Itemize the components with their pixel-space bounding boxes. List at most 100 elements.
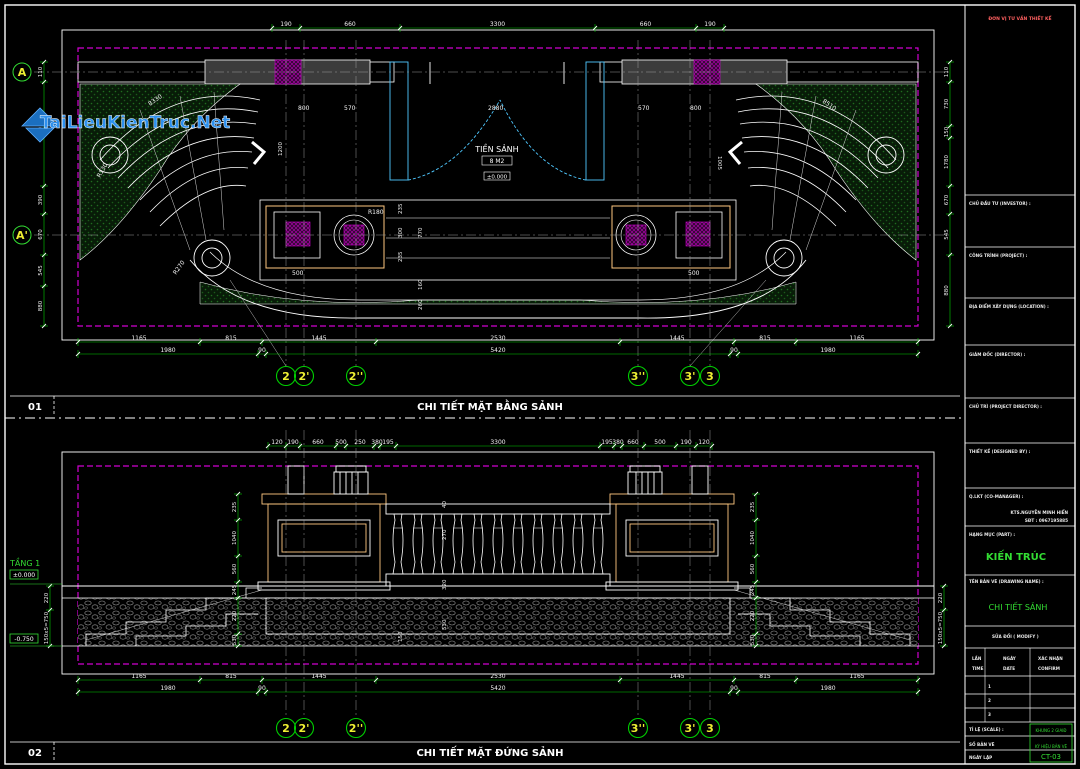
elev-dim-left-label: 530 [232, 634, 238, 645]
plan-dim-top-slash [397, 25, 403, 31]
plan-dim-right-slash [947, 79, 953, 85]
plan-dim-inner: 1005 [716, 156, 722, 170]
plan-dim-inner: 570 [638, 105, 650, 112]
elevation-inner-dims: 40 270 320 150 530 [398, 501, 448, 642]
elev-dim-bottom1-slash [75, 677, 81, 683]
elev-dim-level-right-slash [941, 607, 947, 613]
elevation-balusters [392, 513, 604, 575]
elev-dim-level-right-slash [941, 643, 947, 649]
elev-dim-top-slash [641, 443, 647, 449]
plan-dim-inner: 770 [418, 227, 424, 238]
elev-dim-right-slash [753, 579, 759, 585]
plan-axis-label: 2 [282, 370, 290, 383]
elev-dim-bottom1-label: 815 [759, 673, 771, 680]
elevation-level-top: ±0.000 [13, 572, 35, 579]
elev-dim-bottom1-label: 1445 [311, 673, 326, 680]
elev-dim-bottom2-slash [915, 689, 921, 695]
elev-dim-bottom1-label: 815 [225, 673, 237, 680]
elev-dim-bottom2-slash [255, 689, 261, 695]
plan-grid-bubble-a [12, 62, 32, 82]
plan-dim-bottom1-slash [915, 339, 921, 345]
tb-date-label: NGÀY LẬP [969, 755, 992, 760]
plan-dim-bottom2-label: 1980 [820, 347, 835, 354]
tb-scale-label: TỈ LỆ (SCALE) : [969, 727, 1004, 732]
plan-axis-label: 3' [684, 370, 695, 383]
tb-drawing-name-label: TÊN BẢN VẼ (DRAWING NAME) : [969, 579, 1044, 584]
elev-dim-right-label: 245 [750, 584, 756, 595]
elev-axis-label: 3' [684, 722, 695, 735]
elev-dim-right-slash [753, 553, 759, 559]
plan-dim-bottom1-slash [793, 339, 799, 345]
plan-magenta-boundary [77, 47, 919, 327]
elev-dim-top-slash [611, 443, 617, 449]
plan-dim-top-slash [693, 25, 699, 31]
elev-dim-top-label: 660 [627, 439, 639, 446]
plan-dim-bottom1-slash [617, 339, 623, 345]
plan-arrow-left [251, 140, 267, 165]
plan-dim-left-slash [41, 79, 47, 85]
elev-axis-label: 3 [706, 722, 714, 735]
tb-sheet-number-label: KÝ HIỆU BẢN VẼ [1035, 744, 1068, 749]
plan-outline [61, 29, 935, 341]
plan-dim-bottom2-slash [255, 351, 261, 357]
elevation-stairs-left [85, 587, 263, 646]
plan-dim-inner: 500 [292, 270, 304, 277]
elev-dim-right-slash [753, 643, 759, 649]
plan-dim-bottom2-label: 90 [258, 347, 266, 354]
elev-dim-top-slash [371, 443, 377, 449]
plan-dim-right-slash [947, 123, 953, 129]
plan-dim-right-slash [947, 211, 953, 217]
plan-grid-bubble-a2 [12, 225, 32, 245]
plan-dim-inner: R180 [368, 209, 384, 216]
plan-dim-top-slash [269, 25, 275, 31]
plan-dim-top-slash [297, 25, 303, 31]
elev-dim-top-slash [597, 443, 603, 449]
elev-dim-bottom2-label: 1980 [820, 685, 835, 692]
elevation-view-number: 02 [28, 748, 42, 759]
tb-rev-sub-confirm: CONFIRM [1038, 666, 1060, 671]
elev-axis-label: 2 [282, 722, 290, 735]
title-block: ĐƠN VỊ TƯ VẤN THIẾT KẾ CHỦ ĐẦU TƯ (INVES… [964, 4, 1076, 765]
baluster [532, 513, 544, 575]
plan-dim-left-slash [41, 183, 47, 189]
tb-stamp-box [1029, 723, 1073, 763]
plan-dim-bottom2-slash [75, 351, 81, 357]
tb-rev-sub-date: DATE [1003, 666, 1015, 671]
plan-dim-bottom1-slash [731, 339, 737, 345]
plan-view: TIỀN SẢNH 8 M2 ±0.000 A A' 22'2''3''3'3 … [10, 21, 960, 416]
plan-axis-label: 3 [706, 370, 714, 383]
plan-axis-label: 2' [298, 370, 309, 383]
elevation-level-top-box [9, 569, 39, 580]
elev-dim-top-slash [333, 443, 339, 449]
elev-dim-right-label: 220 [750, 610, 756, 621]
plan-curved-stairs-right [735, 91, 897, 251]
plan-dim-left-label: 670 [38, 229, 44, 240]
baluster [472, 513, 484, 575]
elev-dim-right-slash [753, 517, 759, 523]
plan-dim-inner: 235 [398, 251, 404, 262]
plan-dim-bottom1-label: 1165 [131, 335, 146, 342]
tb-modify-label: SỬA ĐỔI ( MODIFY ) [992, 634, 1039, 639]
elev-dim-inner: 530 [442, 619, 448, 630]
plan-dim-bottom1-label: 1445 [311, 335, 326, 342]
elev-axis-circle [699, 717, 721, 739]
elev-dim-right-label: 560 [750, 563, 756, 574]
plan-dim-inner: 260 [418, 299, 424, 310]
tb-pm-label: CHỦ TRÌ (PROJECT DIRECTOR) : [969, 404, 1042, 409]
elev-dim-bottom1-slash [617, 677, 623, 683]
plan-room-name: TIỀN SẢNH [474, 142, 518, 154]
elev-dim-bottom2-label: 90 [258, 685, 266, 692]
elevation-level-bottom-box [9, 633, 39, 644]
elev-axis-label: 2'' [349, 722, 363, 735]
tb-designer-label: THIẾT KẾ (DESIGNED BY) : [969, 448, 1031, 454]
elev-dim-top-label: 195 [601, 439, 613, 446]
elev-dim-inner: 40 [442, 501, 448, 508]
elev-dim-inner: 270 [442, 529, 448, 540]
elev-dim-bottom2-label: 5420 [490, 685, 505, 692]
tb-rev-row: 2 [988, 698, 991, 703]
elevation-outline [61, 451, 935, 675]
baluster [452, 513, 464, 575]
plan-dim-right-slash [947, 59, 953, 65]
